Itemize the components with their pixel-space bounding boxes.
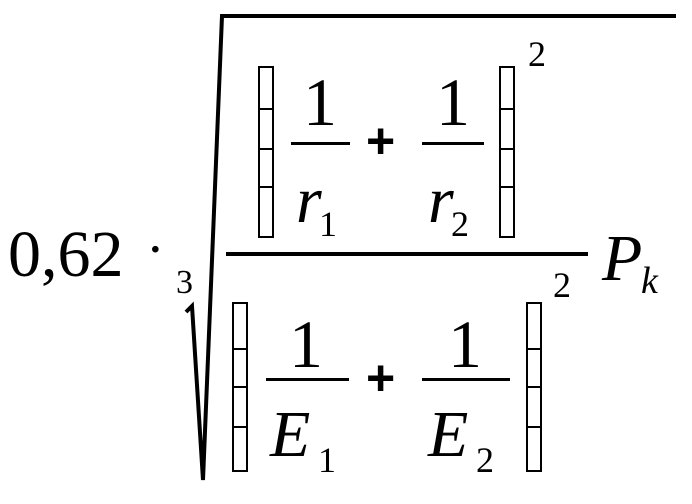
denominator-term1-subscript: 1 — [318, 440, 336, 480]
factor-subscript: k — [641, 260, 658, 302]
multiplication-dot: · — [146, 219, 165, 281]
numerator-exponent: 2 — [528, 34, 546, 74]
numerator-plus-sign: + — [366, 113, 396, 169]
numerator-term2-numerator: 1 — [436, 64, 470, 140]
denominator-plus-sign: + — [366, 350, 396, 406]
denominator-term1-variable: E — [270, 398, 311, 471]
numerator-right-bracket — [499, 66, 515, 238]
numerator-term2-variable: r — [428, 164, 454, 237]
coefficient: 0,62 — [8, 218, 124, 291]
factor-variable: P — [602, 222, 643, 295]
main-fraction-bar — [226, 252, 588, 256]
numerator-term2-subscript: 2 — [451, 204, 469, 244]
denominator-term2-numerator: 1 — [448, 306, 482, 382]
denominator-term2-subscript: 2 — [476, 440, 494, 480]
denominator-term1-fraction-bar — [266, 378, 349, 381]
numerator-term1-subscript: 1 — [319, 204, 337, 244]
denominator-right-bracket — [526, 302, 542, 472]
numerator-term1-variable: r — [296, 164, 322, 237]
denominator-exponent: 2 — [553, 265, 571, 305]
denominator-term2-variable: E — [428, 398, 469, 471]
numerator-left-bracket — [258, 66, 274, 238]
denominator-term2-fraction-bar — [422, 378, 510, 381]
denominator-term1-numerator: 1 — [289, 306, 323, 382]
numerator-term1-numerator: 1 — [303, 64, 337, 140]
numerator-term1-fraction-bar — [291, 142, 350, 145]
numerator-term2-fraction-bar — [422, 142, 484, 145]
root-index: 3 — [176, 264, 193, 301]
denominator-left-bracket — [232, 302, 248, 472]
